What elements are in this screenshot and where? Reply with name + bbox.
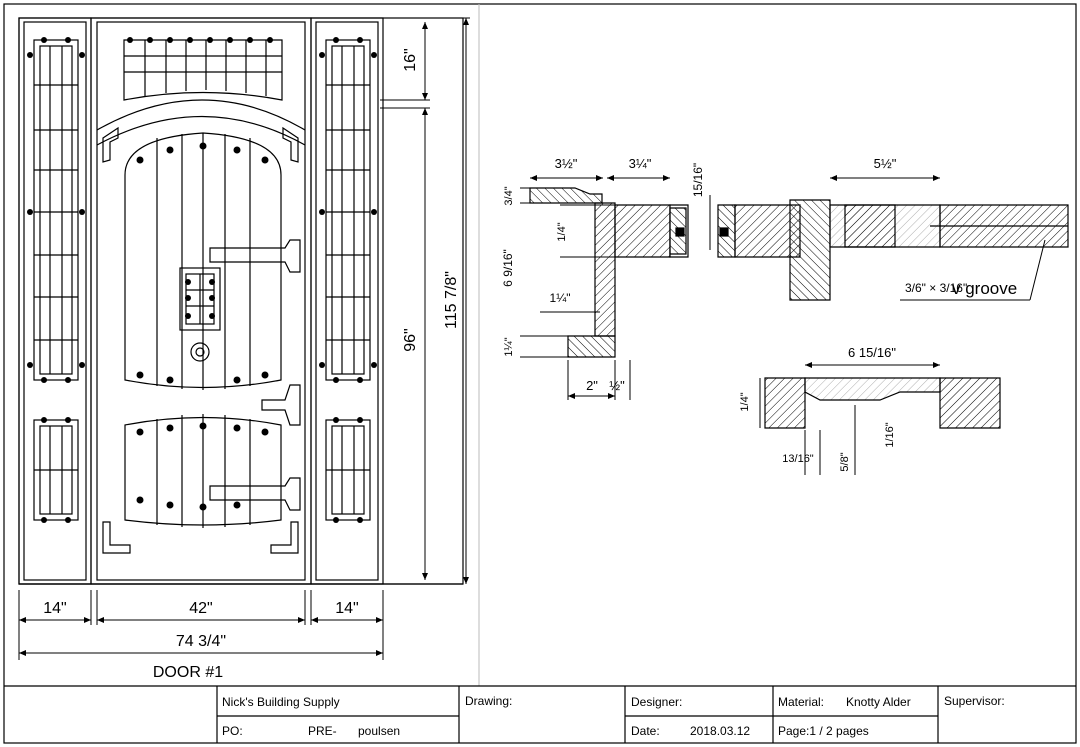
door-caption: DOOR #1 — [153, 664, 223, 681]
groove-label: v groove — [952, 279, 1017, 298]
po-prefix: PRE- — [308, 724, 337, 738]
jamb-section — [529, 187, 1069, 358]
designer-label: Designer: — [631, 695, 683, 709]
dim-half-inch: ½" — [609, 378, 625, 393]
company-name: Nick's Building Supply — [222, 695, 340, 709]
dim-sidelite-right-width: 14" — [335, 600, 358, 617]
door-elevation — [18, 17, 464, 585]
dim-2-inch: 2" — [586, 378, 598, 393]
dim-sidelite-left-width: 14" — [43, 600, 66, 617]
dim-3-quarter: 3¼" — [629, 156, 652, 171]
sheet-border — [3, 3, 1077, 744]
dim-1-4: 1/4" — [556, 222, 568, 241]
dim-5-8: 5/8" — [839, 452, 851, 471]
drawing-label: Drawing: — [465, 694, 513, 708]
dim-total-height: 115 7/8" — [443, 271, 460, 329]
dim-5-half: 5½" — [874, 156, 897, 171]
dim-door-width: 42" — [189, 600, 212, 617]
page-info: Page:1 / 2 pages — [778, 724, 869, 738]
material-label: Material: — [778, 695, 825, 709]
dim-1-4-b: 1/4" — [739, 392, 751, 411]
dim-13-16: 13/16" — [782, 453, 814, 465]
section-dimension-lines — [520, 175, 1046, 475]
date-label: Date: — [631, 724, 660, 738]
dim-3-4-left: 3/4" — [503, 186, 515, 205]
material-value: Knotty Alder — [846, 695, 911, 709]
dim-door-height: 96" — [402, 328, 419, 351]
date-value: 2018.03.12 — [690, 724, 751, 738]
dim-6-15-16: 6 15/16" — [848, 345, 896, 360]
groove-fraction: 3/6" × 3/16" — [905, 281, 967, 295]
stile-section — [764, 377, 1001, 429]
door-studs — [27, 37, 377, 523]
title-block-grid — [4, 685, 1076, 743]
dim-1-quarter: 1¼" — [550, 291, 571, 305]
dim-1-16: 1/16" — [884, 422, 896, 447]
dim-total-width: 74 3/4" — [176, 633, 226, 650]
dim-1-quarter-b: 1¼" — [503, 337, 515, 356]
po-value: poulsen — [358, 724, 401, 738]
po-label: PO: — [222, 724, 243, 738]
dim-15-16: 15/16" — [691, 163, 705, 197]
dim-transom-height: 16" — [402, 48, 419, 71]
dim-3-half: 3½" — [555, 156, 578, 171]
door-dimension-lines — [18, 17, 470, 660]
dim-6-9-16: 6 9/16" — [501, 249, 515, 287]
supervisor-label: Supervisor: — [944, 694, 1005, 708]
